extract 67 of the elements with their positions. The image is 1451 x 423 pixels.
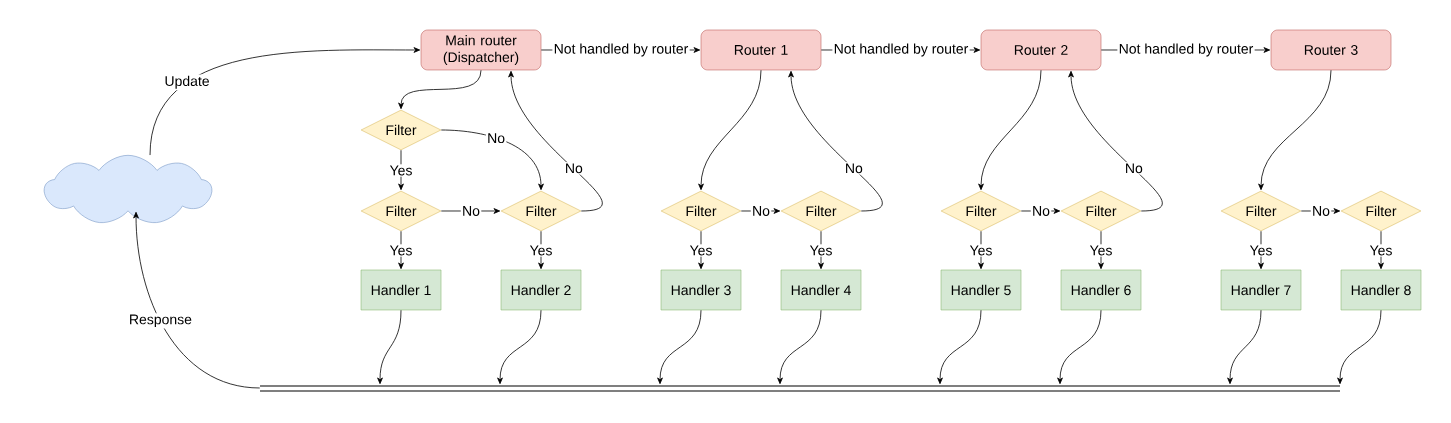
edge-label: Yes — [388, 244, 414, 257]
edge-label: No — [750, 204, 772, 218]
arrow — [398, 149, 404, 191]
arrow — [1378, 230, 1384, 270]
arrow — [538, 230, 544, 270]
edge-label: Not handled by router — [1117, 42, 1255, 58]
arrow — [508, 70, 603, 212]
router-box: Router 2 — [980, 29, 1102, 71]
arrow — [1098, 230, 1104, 270]
edge-label: No — [843, 162, 865, 175]
arrow — [978, 69, 1042, 191]
handler-box: Handler 1 — [360, 269, 442, 311]
arrow — [1337, 309, 1382, 385]
arrow — [398, 230, 404, 270]
edge-label: Update — [163, 74, 211, 91]
edge-label: No — [485, 132, 507, 145]
arrow — [1068, 70, 1163, 212]
arrow — [133, 211, 261, 389]
arrow — [1227, 309, 1262, 385]
edge-label: No — [563, 162, 585, 175]
arrow — [657, 309, 702, 385]
arrow — [788, 70, 883, 212]
handler-box: Handler 2 — [500, 269, 582, 311]
arrow — [937, 309, 982, 385]
edge-label: Yes — [528, 244, 554, 257]
bus-line — [259, 385, 1341, 392]
router-box: Router 3 — [1270, 29, 1392, 71]
arrow — [740, 208, 781, 214]
handler-box: Handler 8 — [1340, 269, 1422, 311]
arrow — [698, 230, 704, 270]
arrow — [440, 208, 501, 214]
arrow — [1258, 230, 1264, 270]
handler-box: Handler 7 — [1220, 269, 1302, 311]
edge-label: Yes — [688, 244, 714, 257]
arrow — [398, 69, 482, 110]
edge-label: No — [1030, 204, 1052, 218]
handler-box: Handler 5 — [940, 269, 1022, 311]
router-box: Main router (Dispatcher) — [420, 29, 542, 71]
arrow — [978, 230, 984, 270]
arrow — [440, 129, 544, 191]
arrow — [777, 309, 822, 385]
arrow — [497, 309, 542, 385]
edge-label: No — [460, 204, 482, 218]
cloud-shape — [43, 155, 213, 223]
edge-label: Yes — [808, 244, 834, 257]
edge-label: Yes — [388, 164, 414, 177]
edge-label: Yes — [1248, 244, 1274, 257]
arrow — [1020, 208, 1061, 214]
edge-label: Yes — [1368, 244, 1394, 257]
edge-label: Yes — [968, 244, 994, 257]
handler-box: Handler 4 — [780, 269, 862, 311]
arrow — [818, 230, 824, 270]
handler-box: Handler 3 — [660, 269, 742, 311]
edge-label: Yes — [1088, 244, 1114, 257]
router-box: Router 1 — [700, 29, 822, 71]
handler-box: Handler 6 — [1060, 269, 1142, 311]
edge-label: Response — [127, 313, 194, 329]
edge-label: No — [1123, 162, 1145, 175]
arrow — [1258, 69, 1332, 191]
edge-label: Not handled by router — [832, 42, 970, 58]
edge-label: No — [1310, 204, 1332, 218]
edge-label: Not handled by router — [552, 42, 690, 58]
arrow — [1300, 208, 1341, 214]
arrow — [149, 47, 421, 156]
arrow — [698, 69, 762, 191]
arrow — [377, 309, 402, 385]
arrow — [1057, 309, 1102, 385]
